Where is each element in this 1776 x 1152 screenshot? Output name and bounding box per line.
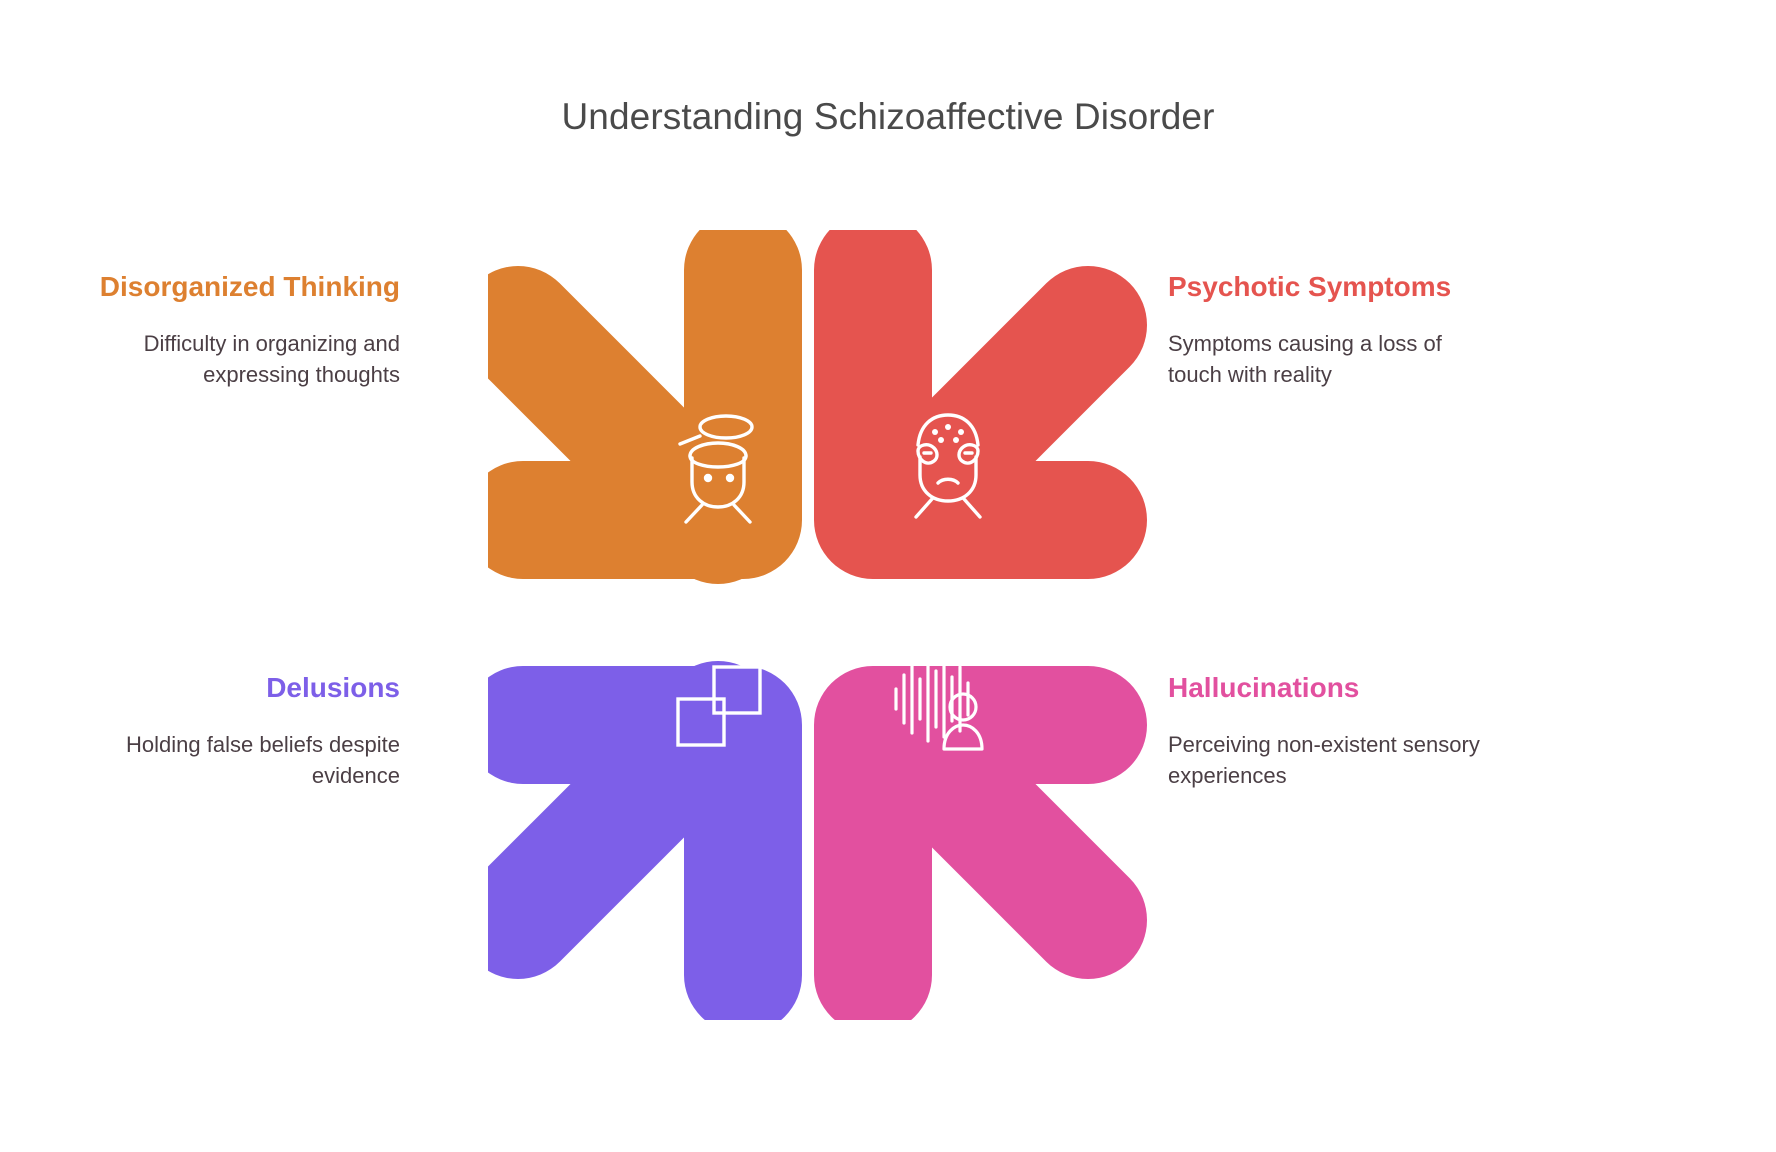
arrow-top-left[interactable] — [488, 230, 802, 584]
description-delusions: Holding false beliefs despite evidence — [126, 731, 400, 788]
arrow-top-right[interactable] — [814, 230, 1147, 579]
description-psychotic-symptoms: Symptoms causing a loss of touch with re… — [1168, 330, 1442, 387]
arrow-bottom-right[interactable] — [814, 666, 1147, 1020]
description-hallucinations: Perceiving non-existent sensory experien… — [1168, 731, 1480, 788]
heading-disorganized-thinking: Disorganized Thinking — [99, 271, 400, 302]
quadrant-text-top-right: Psychotic Symptoms Symptoms causing a lo… — [1168, 268, 1498, 390]
quadrant-text-top-left: Disorganized Thinking Difficulty in orga… — [70, 268, 400, 390]
page-title: Understanding Schizoaffective Disorder — [561, 96, 1215, 137]
quadrant-text-bottom-left: Delusions Holding false beliefs despite … — [70, 669, 400, 791]
arrow-bottom-left[interactable] — [488, 661, 802, 1020]
heading-hallucinations: Hallucinations — [1168, 672, 1360, 703]
heading-psychotic-symptoms: Psychotic Symptoms — [1168, 271, 1452, 302]
heading-delusions: Delusions — [266, 672, 400, 703]
quadrant-text-bottom-right: Hallucinations Perceiving non-existent s… — [1168, 669, 1498, 791]
description-disorganized-thinking: Difficulty in organizing and expressing … — [143, 330, 400, 387]
